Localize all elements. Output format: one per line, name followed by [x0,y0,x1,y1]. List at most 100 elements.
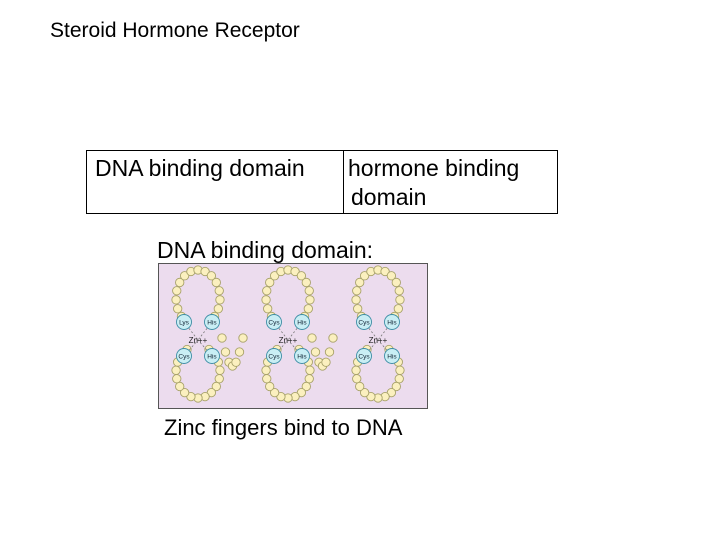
amino-acid-bead [394,286,404,296]
residue-his [294,348,310,364]
residue-his [204,348,220,364]
residue-lys [176,314,192,330]
amino-acid-bead [263,304,273,314]
amino-acid-bead [261,365,271,375]
amino-acid-bead [200,266,210,277]
amino-acid-bead [214,286,224,296]
residue-his [384,314,400,330]
amino-acid-bead [301,277,311,288]
residue-cys [356,348,372,364]
residue-cys [266,348,282,364]
amino-acid-bead [351,295,361,305]
amino-acid-bead [211,277,221,288]
residue-his [294,314,310,330]
amino-acid-bead [269,387,280,398]
coordination-bond [377,339,393,357]
amino-acid-bead [301,381,311,392]
residue-label: Cys [358,319,370,326]
residue-label: Lys [179,319,190,326]
amino-acid-bead [265,381,275,392]
amino-acid-bead [206,271,217,281]
amino-acid-bead [215,365,225,375]
amino-acid-bead [380,266,390,277]
amino-acid-bead [395,295,405,305]
amino-acid-bead [359,387,370,398]
amino-acid-bead [395,365,405,375]
residue-cys [176,348,192,364]
amino-acid-bead [307,333,317,343]
residue-his [384,348,400,364]
residue-his [204,314,220,330]
amino-acid-bead [328,333,338,343]
amino-acid-bead [261,295,271,305]
receptor-domain-diagram: DNA binding domain hormone binding domai… [86,150,558,214]
amino-acid-bead [231,357,241,367]
residue-label: His [387,319,397,326]
amino-acid-bead [175,277,185,288]
amino-acid-bead [355,381,365,392]
amino-acid-bead [394,374,404,384]
amino-acid-bead [310,347,321,357]
amino-acid-bead [290,266,300,277]
coordination-bond [273,339,289,357]
residue-label: Cys [358,353,370,360]
domain-divider [343,151,344,213]
amino-acid-bead [391,381,401,392]
amino-acid-bead [220,347,231,357]
residue-cys [356,314,372,330]
amino-acid-bead [355,277,365,288]
amino-acid-bead [305,295,315,305]
amino-acid-bead [269,271,280,281]
amino-acid-bead [359,271,370,281]
amino-acid-bead [214,374,224,384]
amino-acid-bead [213,304,223,314]
amino-acid-bead [262,374,272,384]
amino-acid-bead [172,286,182,296]
residue-label: Cys [178,353,190,360]
residue-label: His [207,353,217,360]
residue-label: His [207,319,217,326]
amino-acid-bead [351,365,361,375]
amino-acid-bead [172,374,182,384]
dna-binding-subheading: DNA binding domain: [157,237,374,263]
residue-label: Cys [268,319,280,326]
amino-acid-bead [353,304,363,314]
amino-acid-bead [296,271,307,281]
hormone-binding-label-line1: hormone binding [348,155,520,181]
amino-acid-bead [173,304,183,314]
amino-acid-bead [304,374,314,384]
amino-acid-bead [393,304,403,314]
amino-acid-bead [215,295,225,305]
residue-label: His [387,353,397,360]
zinc-ion-label: Zn++ [189,336,208,345]
zinc-ion-label: Zn++ [369,336,388,345]
amino-acid-bead [304,286,314,296]
residue-label: His [297,319,307,326]
residue-label: Cys [268,353,280,360]
slide-title: Steroid Hormone Receptor [50,19,300,42]
amino-acid-bead [352,374,362,384]
residue-cys [266,314,282,330]
amino-acid-bead [352,286,362,296]
amino-acid-bead [234,347,245,357]
coordination-bond [287,339,303,357]
amino-acid-bead [175,381,185,392]
amino-acid-bead [238,333,248,343]
figure-caption: Zinc fingers bind to DNA [164,415,403,440]
amino-acid-bead [179,271,190,281]
amino-acid-bead [303,304,313,314]
amino-acid-bead [171,295,181,305]
amino-acid-bead [217,333,227,343]
residue-label: His [297,353,307,360]
amino-acid-bead [211,381,221,392]
amino-acid-bead [171,365,181,375]
amino-acid-bead [262,286,272,296]
zinc-ion-label: Zn++ [279,336,298,345]
amino-acid-bead [265,277,275,288]
hormone-binding-label-line2: domain [351,184,427,210]
amino-acid-bead [321,357,331,367]
coordination-bond [197,339,213,357]
coordination-bond [363,339,379,357]
